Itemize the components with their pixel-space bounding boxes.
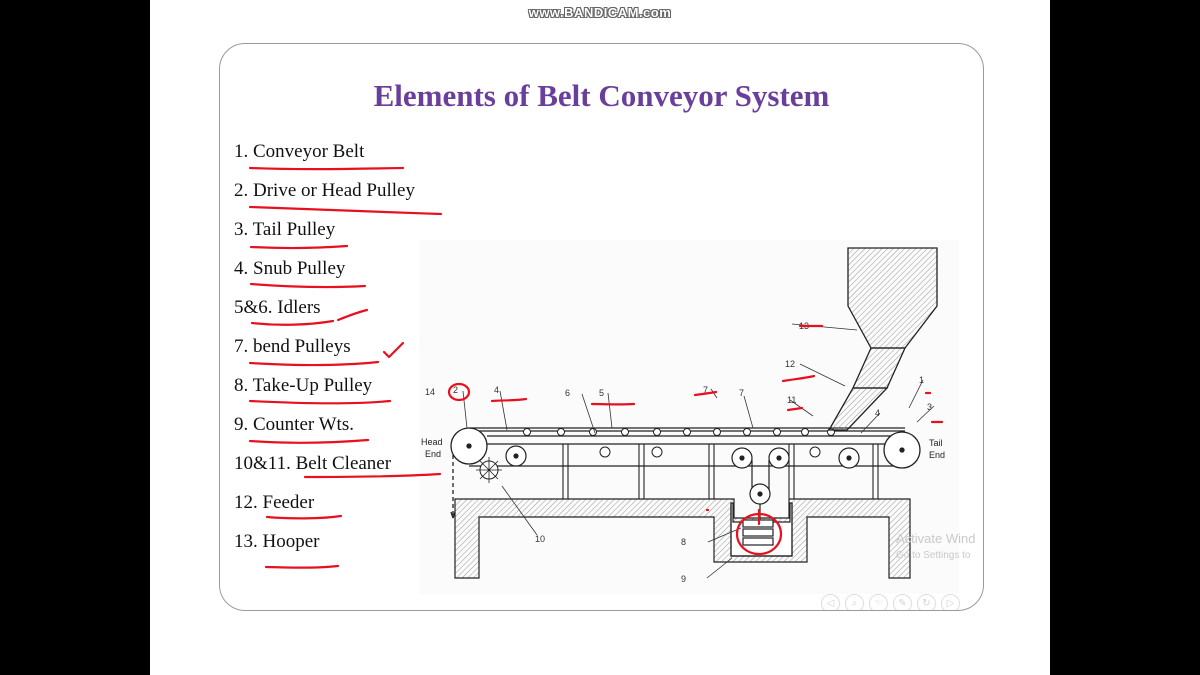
callout-5: 5 xyxy=(599,388,604,398)
callout-13: 13 xyxy=(799,321,809,331)
callout-4-b: 4 xyxy=(875,408,880,418)
belt-cleaner-brush xyxy=(476,457,502,483)
head-end-label-line2: End xyxy=(425,449,441,459)
next-slide-button[interactable]: ▷ xyxy=(941,594,960,610)
callout-1: 1 xyxy=(919,375,924,385)
conveyor-diagram: 14 2 4 6 5 7 7 11 12 13 1 4 3 10 8 9 Hea… xyxy=(419,240,959,594)
chevron-left-icon: ◁ xyxy=(826,598,835,609)
support-posts xyxy=(562,444,879,499)
callout-7-b: 7 xyxy=(739,388,744,398)
refresh-button[interactable]: ↻ xyxy=(917,594,936,610)
list-item: 12. Feeder xyxy=(234,492,315,513)
callout-14: 14 xyxy=(425,387,435,397)
list-item: 10&11. Belt Cleaner xyxy=(234,453,392,474)
tail-end-label-line2: End xyxy=(929,450,945,460)
activate-windows-overlay: Activate Wind Go to Settings to xyxy=(896,530,983,564)
tail-end-label-line1: Tail xyxy=(929,438,943,448)
tail-pulley xyxy=(883,431,921,469)
callout-4: 4 xyxy=(494,385,499,395)
list-item: 4. Snub Pulley xyxy=(234,258,346,279)
take-up-pulley xyxy=(749,460,771,520)
callout-7: 7 xyxy=(703,385,708,395)
list-item: 8. Take-Up Pulley xyxy=(234,375,373,396)
end-labels: Head End Tail End xyxy=(421,437,945,460)
callout-2: 2 xyxy=(453,385,458,395)
hopper xyxy=(827,247,938,431)
chevron-right-icon: ▷ xyxy=(946,598,955,609)
list-item: 1. Conveyor Belt xyxy=(234,141,365,162)
slide: Elements of Belt Conveyor System 1. Conv… xyxy=(219,43,984,611)
hand-icon: ☜ xyxy=(874,598,883,609)
callout-3: 3 xyxy=(927,402,932,412)
prev-slide-button[interactable]: ◁ xyxy=(821,594,840,610)
pen-icon: ✎ xyxy=(898,598,907,609)
pen-button[interactable]: ✎ xyxy=(893,594,912,610)
pointer-button[interactable]: ☜ xyxy=(869,594,888,610)
list-item: 9. Counter Wts. xyxy=(234,414,354,435)
refresh-icon: ↻ xyxy=(922,598,931,609)
callout-9: 9 xyxy=(681,574,686,584)
leader-lines xyxy=(462,323,935,579)
list-item: 2. Drive or Head Pulley xyxy=(234,180,415,201)
activate-windows-subtitle: Go to Settings to xyxy=(896,550,971,561)
callout-8: 8 xyxy=(681,537,686,547)
bandicam-watermark: www.BANDICAM.com xyxy=(528,5,672,20)
head-pulley xyxy=(450,427,488,465)
callout-10: 10 xyxy=(535,534,545,544)
zoom-button[interactable]: ⌕ xyxy=(845,594,864,610)
recording-screen: www.BANDICAM.com Elements of Belt Convey… xyxy=(150,0,1050,675)
head-end-label-line1: Head xyxy=(421,437,443,447)
snub-pulleys xyxy=(505,445,860,469)
element-list: 1. Conveyor Belt 2. Drive or Head Pulley… xyxy=(234,138,415,567)
callout-12: 12 xyxy=(785,359,795,369)
callout-11: 11 xyxy=(787,395,796,405)
list-item: 7. bend Pulleys xyxy=(234,336,351,357)
counter-weights xyxy=(742,519,774,546)
list-item: 13. Hooper xyxy=(234,531,320,552)
activate-windows-title: Activate Wind xyxy=(896,531,976,546)
list-item: 5&6. Idlers xyxy=(234,297,321,318)
zoom-icon: ⌕ xyxy=(851,598,858,609)
return-idlers xyxy=(599,446,821,458)
callout-6: 6 xyxy=(565,388,570,398)
slide-title: Elements of Belt Conveyor System xyxy=(373,78,830,113)
slideshow-control-bar: ◁ ⌕ ☜ ✎ ↻ ▷ xyxy=(821,594,960,610)
list-item: 3. Tail Pulley xyxy=(234,219,336,240)
